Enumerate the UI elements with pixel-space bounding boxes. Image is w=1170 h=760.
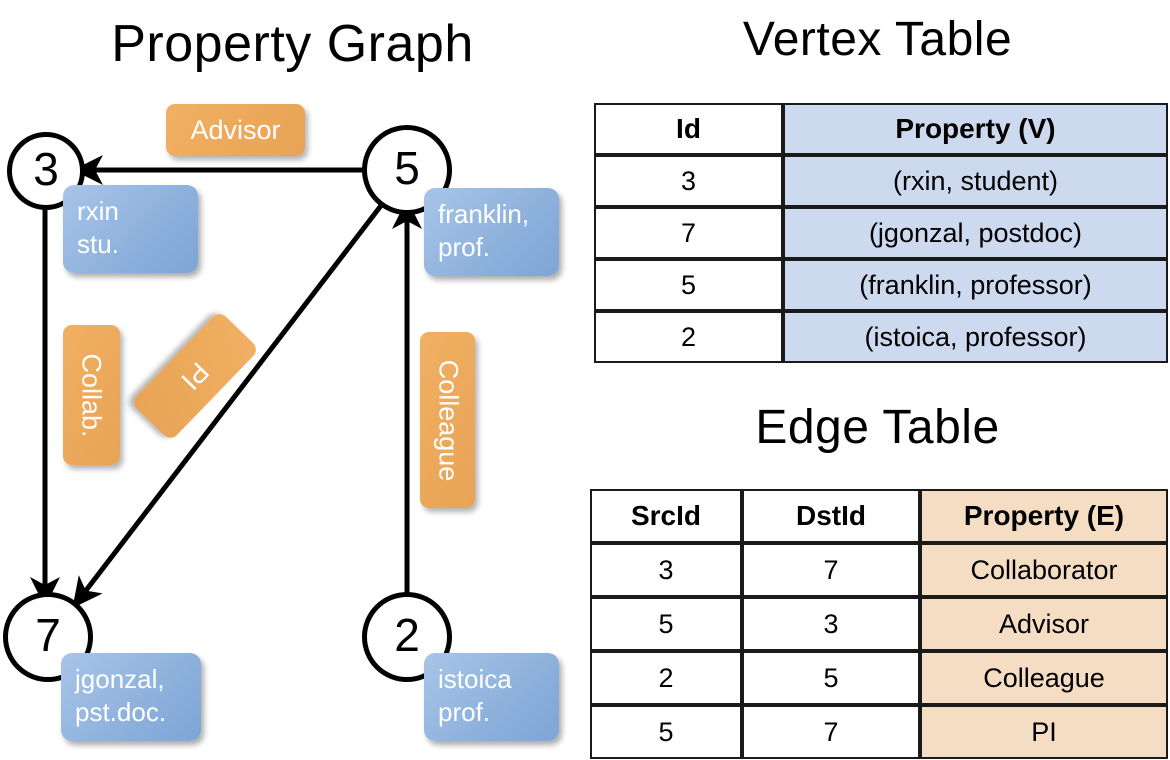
vertex-table-header-property: Property (V) xyxy=(783,103,1168,155)
table-row: 3 (rxin, student) xyxy=(594,155,1168,207)
vertex-property-box-2-line2: prof. xyxy=(438,697,491,727)
vertex-property-box-3: rxin stu. xyxy=(63,185,198,273)
vertex-table-cell-property: (franklin, professor) xyxy=(783,259,1168,311)
graph-edge-lines xyxy=(30,155,422,609)
table-row: 2 (istoica, professor) xyxy=(594,311,1168,363)
vertex-table-cell-id: 7 xyxy=(594,207,783,259)
vertex-property-box-5-line2: prof. xyxy=(438,232,491,262)
vertex-table: Id Property (V) 3 (rxin, student) 7 (jgo… xyxy=(594,103,1168,363)
edge-table-cell-property: Advisor xyxy=(920,597,1168,651)
table-row: 2 5 Colleague xyxy=(590,651,1168,705)
edge-table-cell-dstid: 3 xyxy=(742,597,920,651)
edge-table-header-dstid: DstId xyxy=(742,489,920,543)
edge-label-advisor-text: Advisor xyxy=(190,114,281,145)
table-row: 5 7 PI xyxy=(590,705,1168,759)
vertex-table-cell-property: (rxin, student) xyxy=(783,155,1168,207)
vertex-table-header-id: Id xyxy=(594,103,783,155)
edge-table-cell-srcid: 2 xyxy=(590,651,742,705)
edge-line-5-to-7 xyxy=(72,201,385,609)
vertex-table-cell-property: (jgonzal, postdoc) xyxy=(783,207,1168,259)
page-title-property-graph: Property Graph xyxy=(111,15,474,73)
vertex-property-box-5: franklin, prof. xyxy=(424,188,559,276)
page-title-vertex-table: Vertex Table xyxy=(742,13,1013,66)
edge-table-cell-dstid: 7 xyxy=(742,543,920,597)
vertex-property-box-7-line2: pst.doc. xyxy=(75,697,167,727)
edge-table-cell-property: Colleague xyxy=(920,651,1168,705)
graph-node-7-label: 7 xyxy=(35,609,61,661)
graph-node-5-label: 5 xyxy=(394,142,420,194)
edge-label-advisor: Advisor xyxy=(166,104,305,156)
vertex-table-header-row: Id Property (V) xyxy=(594,103,1168,155)
vertex-property-box-5-line1: franklin, xyxy=(438,199,530,229)
edge-table-header-property: Property (E) xyxy=(920,489,1168,543)
vertex-property-box-3-line2: stu. xyxy=(77,229,119,259)
vertex-table-cell-id: 5 xyxy=(594,259,783,311)
vertex-property-box-2-line1: istoica xyxy=(438,664,512,694)
edge-table-cell-srcid: 5 xyxy=(590,597,742,651)
edge-label-colleague-text: Colleague xyxy=(433,359,463,481)
graph-node-2[interactable]: 2 xyxy=(362,592,452,682)
edge-label-colleague: Colleague xyxy=(420,332,475,508)
edge-table-header-row: SrcId DstId Property (E) xyxy=(590,489,1168,543)
vertex-property-box-7-line1: jgonzal, xyxy=(75,664,165,694)
edge-table-cell-srcid: 3 xyxy=(590,543,742,597)
graph-node-3-label: 3 xyxy=(33,143,59,195)
table-row: 5 3 Advisor xyxy=(590,597,1168,651)
edge-table: SrcId DstId Property (E) 3 7 Collaborato… xyxy=(590,489,1168,759)
edge-label-collab: Collab. xyxy=(63,325,120,465)
vertex-table-cell-id: 3 xyxy=(594,155,783,207)
edge-table-header-srcid: SrcId xyxy=(590,489,742,543)
page-title-edge-table: Edge Table xyxy=(755,401,1000,454)
edge-table-cell-srcid: 5 xyxy=(590,705,742,759)
edge-table-cell-property: Collaborator xyxy=(920,543,1168,597)
edge-label-collab-text: Collab. xyxy=(77,352,108,438)
edge-label-pi-text: PI xyxy=(175,356,216,396)
property-graph-diagram: 3 5 7 2 rxin stu. franklin, prof. jgonza… xyxy=(3,104,559,741)
table-row: 7 (jgonzal, postdoc) xyxy=(594,207,1168,259)
vertex-property-box-3-line1: rxin xyxy=(77,196,119,226)
graph-node-2-label: 2 xyxy=(394,609,420,661)
vertex-table-cell-id: 2 xyxy=(594,311,783,363)
vertex-property-box-7: jgonzal, pst.doc. xyxy=(61,653,201,741)
table-row: 5 (franklin, professor) xyxy=(594,259,1168,311)
edge-table-cell-property: PI xyxy=(920,705,1168,759)
table-row: 3 7 Collaborator xyxy=(590,543,1168,597)
vertex-property-box-2: istoica prof. xyxy=(424,653,559,741)
edge-table-cell-dstid: 7 xyxy=(742,705,920,759)
vertex-table-cell-property: (istoica, professor) xyxy=(783,311,1168,363)
edge-table-cell-dstid: 5 xyxy=(742,651,920,705)
